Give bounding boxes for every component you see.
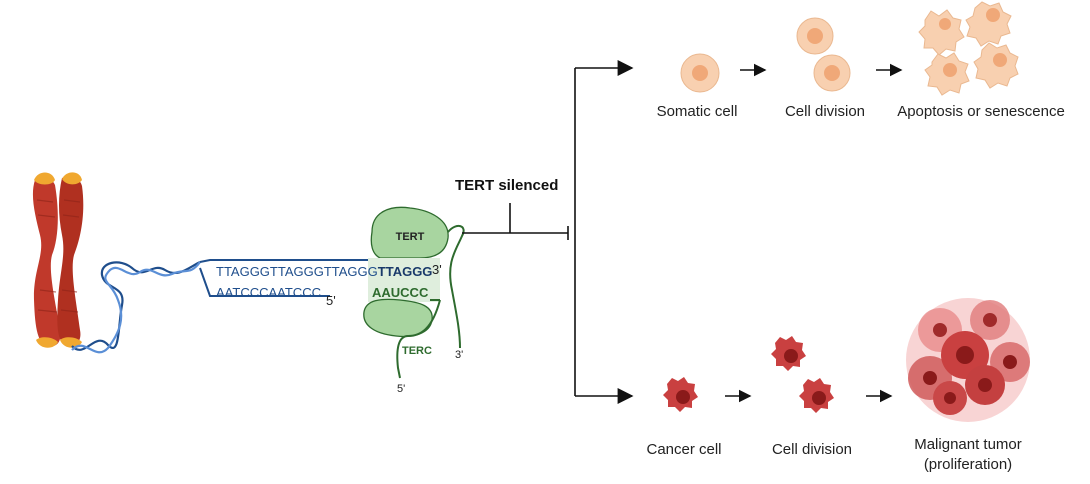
cancer-divided-cells: [771, 336, 834, 413]
tert-silenced-label: TERT silenced: [455, 177, 558, 194]
dna-top-strand: TTAGGGTTAGGGTTAGGGTTAGGG: [216, 264, 432, 279]
cancer-cell: [663, 377, 698, 412]
chromosome: [32, 172, 84, 348]
somatic-cell-label: Somatic cell: [657, 103, 738, 120]
inhibition-connector: [462, 203, 569, 240]
dna-bottom-5-end: 5': [326, 293, 336, 308]
somatic-cell: [680, 53, 720, 93]
terc-rna-3-strand: [447, 224, 465, 349]
tert-protein: [370, 206, 449, 259]
apoptosis-label: Apoptosis or senescence: [897, 103, 1065, 120]
rna-5-end: 5': [397, 383, 405, 395]
rna-3-end: 3': [455, 349, 463, 361]
dna-strands: [199, 259, 430, 297]
cancer-cell-label: Cancer cell: [646, 441, 721, 458]
rna-template: AAUCCC: [372, 285, 429, 300]
terc-rna-5-strand: [396, 299, 441, 379]
dna-bottom-strand: AATCCCAATCCC: [216, 285, 321, 300]
dna-helix: [71, 261, 201, 354]
branch-arrows: [574, 60, 903, 404]
somatic-divided-cells: [796, 17, 851, 92]
dna-top-3-end: 3': [432, 262, 442, 277]
malignant-tumor: [906, 298, 1030, 422]
apoptotic-cells: [918, 1, 1019, 96]
terc-label: TERC: [402, 345, 432, 357]
somatic-division-label: Cell division: [785, 103, 865, 120]
cancer-division-label: Cell division: [772, 441, 852, 458]
tert-label: TERT: [396, 231, 425, 243]
proliferation-label: (proliferation): [924, 456, 1012, 473]
telomerase-complex: [363, 206, 465, 379]
malignant-tumor-label: Malignant tumor: [914, 436, 1022, 453]
